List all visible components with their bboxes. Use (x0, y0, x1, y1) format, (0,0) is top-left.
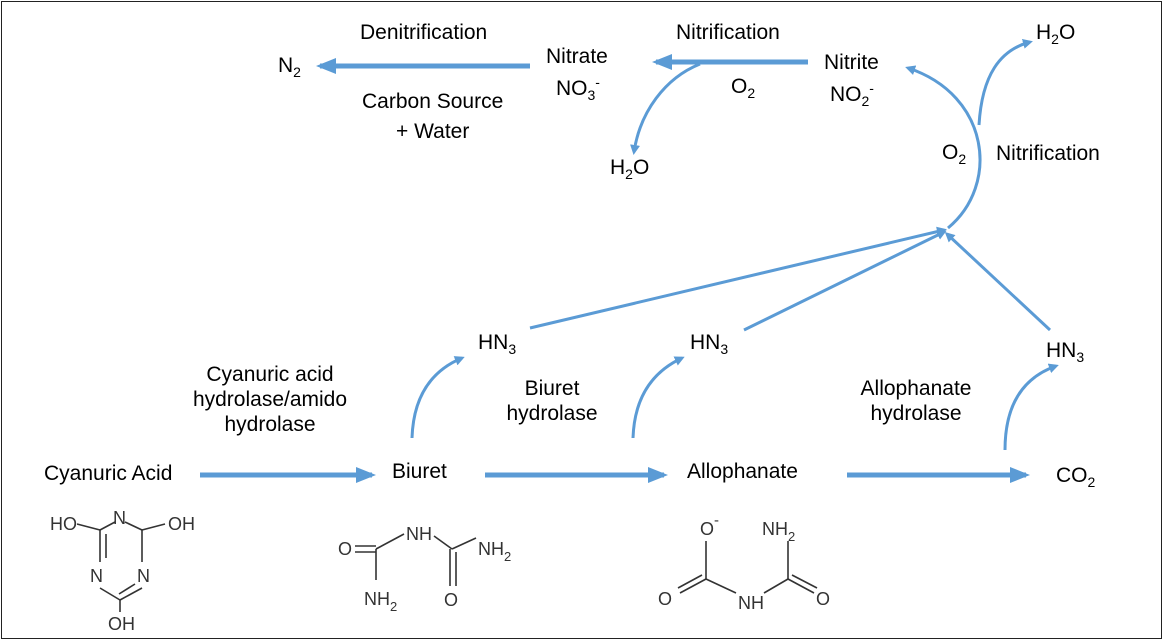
bond (76, 523, 101, 531)
bond (705, 578, 737, 594)
biuret-structure: O NH NH2 NH2 O (338, 524, 511, 614)
biuret-o-right: O (444, 590, 458, 610)
allophanate-o-right: O (816, 589, 830, 609)
nitrite-label: Nitrite (824, 51, 879, 74)
hn3-label-1: HN3 (478, 331, 517, 357)
bond (677, 574, 703, 589)
enzyme-biuret-hydrolase: Biuret hydrolase (506, 377, 598, 426)
allophanate-o-minus: O- (700, 512, 719, 539)
o2-top-label: O2 (731, 75, 756, 101)
nitrification-right-label: Nitrification (996, 142, 1100, 165)
cyanuric-acid-label: Cyanuric Acid (44, 462, 173, 485)
hn3-label-3: HN3 (1046, 339, 1085, 365)
allophanate-label: Allophanate (687, 460, 798, 483)
biuret-nh: NH (406, 524, 432, 544)
arrow-hn3-1-to-nitrification (529, 226, 947, 330)
hn3-label-2: HN3 (690, 331, 729, 357)
biuret-nh2-top: NH2 (478, 539, 511, 564)
arrow-allophanate-hn3 (631, 356, 685, 439)
co2-label: CO2 (1056, 464, 1096, 490)
biuret-label: Biuret (392, 460, 447, 483)
allophanate-structure: O- NH2 O NH O (658, 512, 830, 613)
bond (375, 533, 405, 550)
allophanate-nh: NH (738, 593, 764, 613)
bond (451, 537, 477, 550)
bond (141, 523, 166, 531)
cyanuric-n-top: N (113, 508, 126, 528)
bond (124, 521, 143, 531)
bond (763, 578, 789, 594)
no2-label: NO2- (830, 80, 874, 109)
cyanuric-n-left: N (90, 566, 103, 586)
enzyme-allophanate-hydrolase: Allophanate hydrolase (860, 377, 972, 426)
h2o-right-label: H2O (1036, 21, 1076, 47)
arrow-hn3-3-to-nitrification (944, 231, 1052, 332)
cyanuric-acid-structure: HO N OH N N OH (50, 508, 195, 634)
carbon-source-label: Carbon Source (362, 90, 504, 113)
cyanuric-n-right: N (137, 566, 150, 586)
nitrate-label: Nitrate (546, 45, 608, 68)
no3-label: NO3- (556, 74, 600, 103)
biuret-nh2-bottom: NH2 (364, 589, 397, 614)
bond (99, 587, 121, 601)
arrow-co2-hn3 (1003, 363, 1059, 451)
cyanuric-oh-right: OH (168, 514, 195, 534)
water-label: + Water (396, 120, 470, 143)
bond (119, 587, 143, 601)
h2o-left-label: H2O (610, 156, 650, 182)
denitrification-label: Denitrification (360, 21, 488, 44)
arrow-nitrate-h2o (630, 62, 701, 155)
biuret-o-left: O (338, 539, 352, 559)
bond (99, 521, 116, 531)
n2-label: N2 (278, 54, 301, 80)
cyanuric-ho-left: HO (50, 514, 77, 534)
bond (787, 578, 815, 594)
cyanuric-oh-bottom: OH (108, 614, 135, 634)
nitrification-top-label: Nitrification (676, 21, 780, 44)
bond (433, 535, 453, 550)
enzyme-cyanuric-hydrolase: Cyanuric acid hydrolase/amido hydrolase (192, 363, 348, 437)
bond (791, 574, 818, 589)
o2-right-label: O2 (942, 141, 967, 167)
arrow-biuret-hn3 (410, 356, 465, 439)
bond (118, 583, 136, 595)
allophanate-o-left: O (658, 589, 672, 609)
bond (679, 578, 707, 594)
allophanate-nh2: NH2 (762, 519, 795, 544)
arrow-hn3-2-to-nitrification (743, 230, 947, 332)
arrow-nitrification-h2o (977, 38, 1033, 126)
arrow-nitrification-to-nitrite (905, 65, 982, 230)
